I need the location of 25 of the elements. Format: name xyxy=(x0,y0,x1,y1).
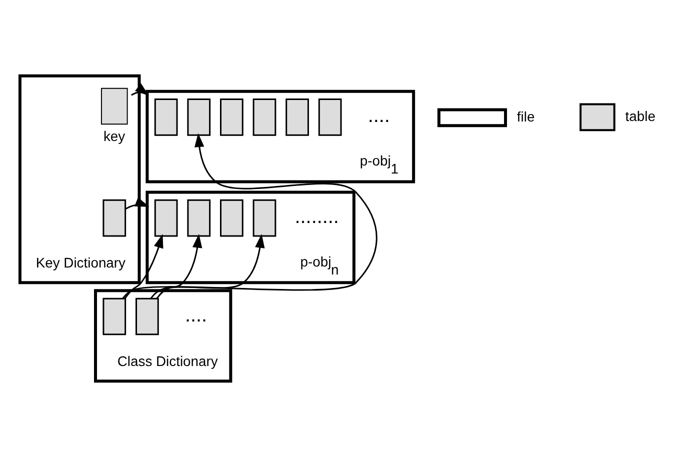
node-box xyxy=(220,199,244,237)
node-box xyxy=(220,98,244,136)
label: ........ xyxy=(294,206,339,228)
node-box xyxy=(252,98,276,136)
node-box xyxy=(252,199,276,237)
node-box xyxy=(154,199,178,237)
label: .... xyxy=(368,105,390,128)
node-box xyxy=(187,199,211,237)
arrow xyxy=(125,197,150,210)
legend-label: file xyxy=(516,108,535,124)
arrow xyxy=(150,234,265,299)
arrow xyxy=(130,83,149,96)
node-box xyxy=(187,98,211,136)
arrow xyxy=(124,234,164,299)
label: .... xyxy=(184,304,208,326)
arrow xyxy=(156,234,202,299)
node-box xyxy=(136,298,159,336)
node-box xyxy=(286,98,309,136)
node-label: key xyxy=(103,128,126,144)
arrow xyxy=(122,133,378,299)
node-box xyxy=(102,298,126,336)
node-box xyxy=(154,98,178,136)
legend-label: table xyxy=(625,108,656,124)
node-box xyxy=(102,199,126,237)
node-box xyxy=(318,98,342,136)
